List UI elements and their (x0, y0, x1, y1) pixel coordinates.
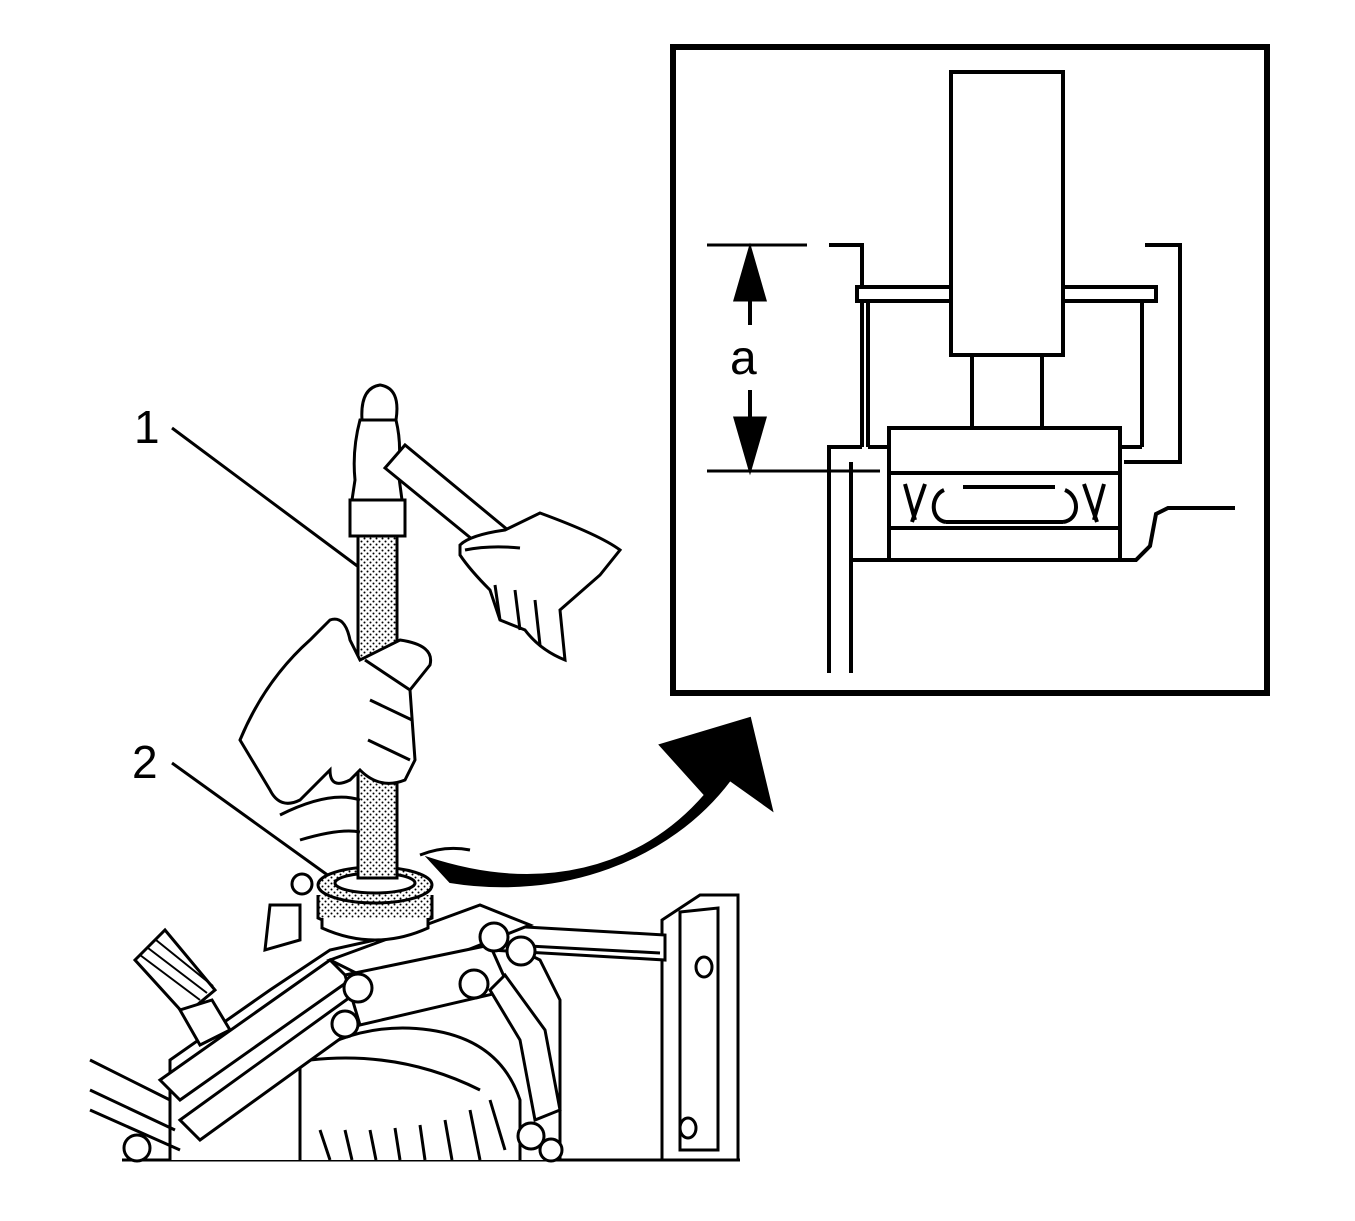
fixture-bolts (122, 872, 564, 1163)
technician-hands (238, 511, 623, 857)
dimension-a-label: a (730, 332, 757, 385)
detail-inset: a (670, 44, 1270, 696)
inset-housing (851, 506, 1235, 562)
inset-installer-shaft (949, 70, 1065, 430)
detail-pointer-arrow (424, 716, 774, 888)
callout-leaders (171, 426, 361, 886)
inset-installer-cup (827, 243, 1182, 673)
transmission-case (89, 872, 740, 1163)
inset-dimension-a (707, 242, 880, 476)
callout-label-2: 2 (132, 736, 158, 788)
callout-label-1: 1 (134, 401, 160, 453)
inset-seal-and-driver (887, 426, 1122, 562)
